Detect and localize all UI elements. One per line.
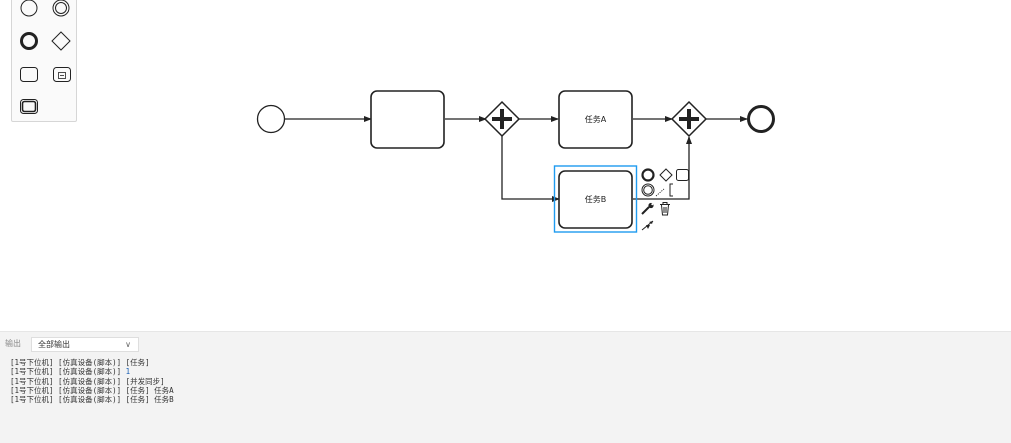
output-filter-select[interactable]: 全部输出 ∨ [31,337,139,352]
output-line: [1号下位机] [仿真设备(脚本)] [任务] 任务B [10,395,174,404]
output-label: 输出 [5,339,21,348]
output-line-prefix: [1号下位机] [仿真设备(脚本)] [10,385,122,395]
output-line: [1号下位机] [仿真设备(脚本)] [任务] 任务A [10,386,174,395]
tool-palette [11,0,77,122]
output-line: [1号下位机] [仿真设备(脚本)] [并发同步] [10,377,174,386]
task-a-label: 任务A [585,114,607,124]
bpmn-canvas[interactable]: 任务A 任务B [0,0,1011,331]
output-line-text: [任务] 任务A [121,385,174,395]
start-event-icon[interactable] [20,0,38,17]
wrench-icon[interactable] [641,202,654,215]
task-icon[interactable] [20,67,38,82]
intermediate-event-icon[interactable] [52,0,70,17]
parallel-gateway-split[interactable] [483,100,521,138]
output-line-text: 1 [121,367,131,377]
task-a[interactable]: 任务A [558,90,633,149]
end-event[interactable] [747,105,775,133]
output-header: 输出 全部输出 ∨ [0,332,1011,356]
gateway-icon[interactable] [51,31,71,51]
output-line-text: [任务] [121,358,150,367]
task-b[interactable]: 任务B [553,165,638,233]
sequence-flows [285,116,748,202]
expanded-subprocess-icon[interactable] [20,99,38,114]
output-line-prefix: [1号下位机] [仿真设备(脚本)] [10,376,122,386]
output-panel: 输出 全部输出 ∨ [1号下位机] [仿真设备(脚本)] [任务][1号下位机]… [0,331,1011,443]
task-1[interactable] [370,90,445,149]
gateway-icon[interactable] [659,168,673,182]
selection-outline [553,165,638,233]
subprocess-icon[interactable] [53,67,71,82]
text-annotation-icon[interactable] [669,183,673,197]
output-line: [1号下位机] [仿真设备(脚本)] 1 [10,367,174,376]
connect-icon[interactable] [641,220,654,231]
intermediate-event-icon[interactable] [641,183,655,197]
output-line: [1号下位机] [仿真设备(脚本)] [任务] [10,358,174,367]
end-event-icon[interactable] [641,168,655,182]
task-b-label: 任务B [585,194,607,204]
output-line-prefix: [1号下位机] [仿真设备(脚本)] [10,358,122,367]
flow-taskB-to-join[interactable] [633,136,692,200]
plus-icon [679,109,699,129]
parallel-gateway-join[interactable] [670,100,708,138]
output-line-text: [任务] 任务B [121,395,174,405]
palette-icons [20,0,71,114]
start-event[interactable] [256,104,286,134]
plus-icon [492,109,512,129]
context-pad [641,168,689,231]
task-icon[interactable] [676,169,689,181]
output-line-text: [并发同步] [121,376,165,386]
connect-dotted-icon[interactable] [655,188,665,197]
flow-split-to-taskB[interactable] [501,136,560,202]
end-event-icon[interactable] [20,32,38,50]
output-log: [1号下位机] [仿真设备(脚本)] [任务][1号下位机] [仿真设备(脚本)… [10,358,174,404]
chevron-down-icon: ∨ [125,340,131,349]
output-filter-value: 全部输出 [38,340,70,349]
output-line-prefix: [1号下位机] [仿真设备(脚本)] [10,367,122,377]
output-line-prefix: [1号下位机] [仿真设备(脚本)] [10,395,122,405]
trash-icon[interactable] [660,202,670,216]
